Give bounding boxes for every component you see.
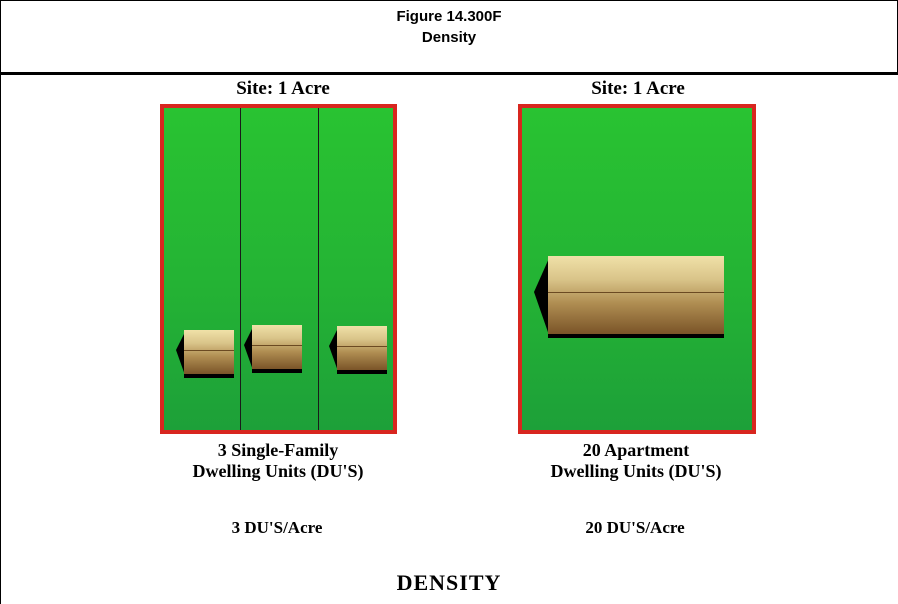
building-body [548, 256, 724, 338]
left-lot-single-family [160, 104, 397, 434]
building-ridge-line [548, 292, 724, 293]
single-family-house-2 [244, 325, 302, 373]
building-end-icon [534, 256, 550, 338]
header-rule [0, 72, 898, 75]
right-desc-line1: 20 Apartment [582, 440, 690, 460]
house-end-icon [329, 326, 339, 374]
lot-divider-1 [240, 108, 241, 430]
left-desc-line1: 3 Single-Family [217, 440, 339, 460]
house-body [252, 325, 302, 373]
single-family-house-1 [176, 330, 234, 378]
density-title: DENSITY [396, 570, 502, 595]
house-body [184, 330, 234, 378]
single-family-house-3 [329, 326, 387, 374]
right-density: 20 DU'S/Acre [585, 518, 685, 537]
house-ridge-line [252, 345, 302, 346]
left-density: 3 DU'S/Acre [231, 518, 323, 537]
left-desc-line2: Dwelling Units (DU'S) [192, 461, 364, 481]
left-description: 3 Single-Family Dwelling Units (DU'S) [143, 440, 413, 482]
house-body [337, 326, 387, 374]
house-end-icon [176, 330, 186, 378]
house-ridge-line [337, 346, 387, 347]
right-description: 20 Apartment Dwelling Units (DU'S) [501, 440, 771, 482]
left-border [0, 75, 1, 604]
right-desc-line2: Dwelling Units (DU'S) [550, 461, 722, 481]
figure-number: Figure 14.300F [396, 8, 502, 25]
figure-title: Density [421, 29, 477, 46]
house-end-icon [244, 325, 254, 373]
figure-caption: Figure 14.300F Density [0, 6, 898, 48]
house-ridge-line [184, 350, 234, 351]
right-lot-apartment [518, 104, 756, 434]
left-site-label: Site: 1 Acre [236, 78, 330, 99]
lot-divider-2 [318, 108, 319, 430]
apartment-building [534, 256, 724, 338]
right-site-label: Site: 1 Acre [591, 78, 685, 99]
